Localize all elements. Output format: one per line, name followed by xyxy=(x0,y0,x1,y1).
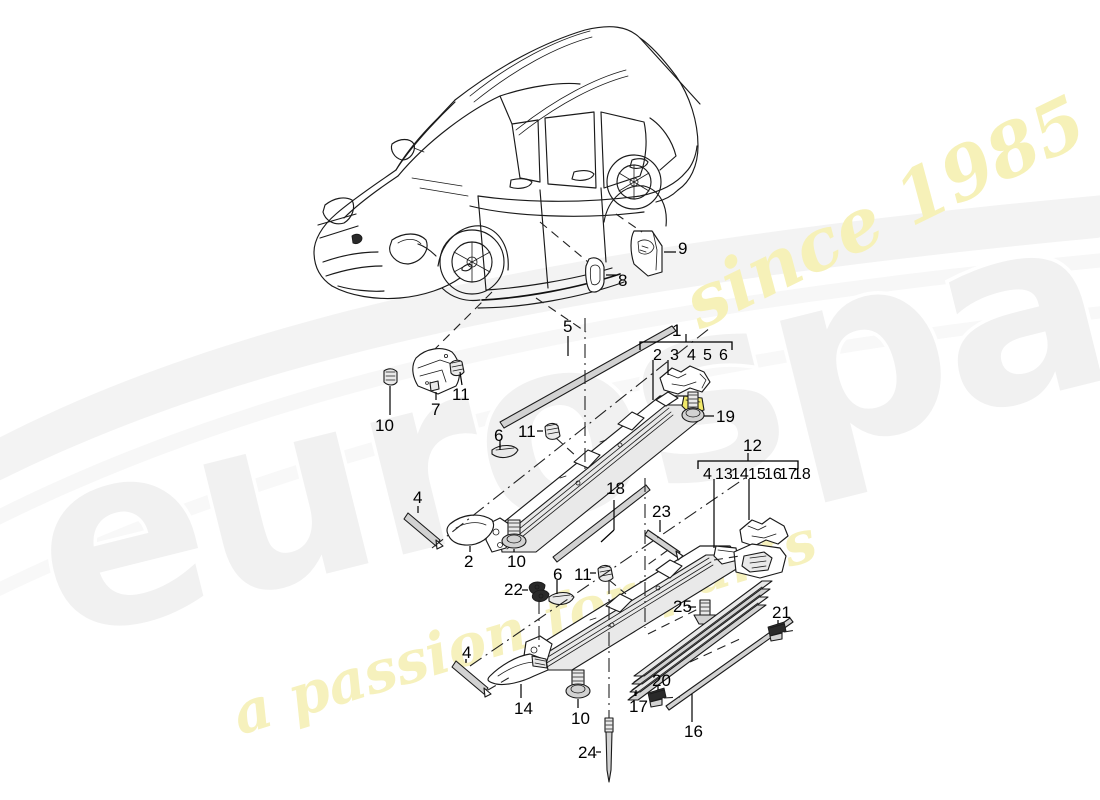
part-16-rod xyxy=(665,617,794,711)
callout-21: 21 xyxy=(772,603,791,622)
callout-4a: 4 xyxy=(413,488,423,507)
bracket-1-member-5: 5 xyxy=(703,347,712,364)
bracket-1-group xyxy=(639,334,733,400)
callout-10c: 10 xyxy=(571,709,590,728)
callout-4b: 4 xyxy=(462,643,472,662)
part-23-pin xyxy=(644,529,684,561)
part-10-grommet-left xyxy=(383,368,398,386)
part-14-end-finisher xyxy=(487,653,549,686)
callout-5: 5 xyxy=(563,317,573,336)
callout-14: 14 xyxy=(514,699,533,718)
callout-22: 22 xyxy=(504,580,523,599)
projection-sill-upper xyxy=(417,291,493,367)
callout-6a: 6 xyxy=(494,426,504,445)
bracket-12-member-4: 4 xyxy=(703,466,712,483)
part-11-screw-a xyxy=(449,359,465,377)
part-18-strip-upper xyxy=(552,484,651,563)
callout-16: 16 xyxy=(684,722,703,741)
callout-25: 25 xyxy=(673,597,692,616)
part-9-bracket xyxy=(630,230,663,277)
bracket-12-member-18: 18 xyxy=(793,466,811,483)
part-13-housing xyxy=(733,543,787,579)
bracket-1-member-2: 2 xyxy=(653,347,662,364)
callout-6b: 6 xyxy=(553,565,563,584)
part-6-clip-lower xyxy=(548,591,575,606)
part-10-bolt-mid xyxy=(501,519,527,549)
callout-2a: 2 xyxy=(464,552,474,571)
callout-7: 7 xyxy=(431,400,441,419)
callout-18a: 18 xyxy=(606,479,625,498)
part-4-rod-lower xyxy=(451,660,492,698)
leader-17-to-rail xyxy=(647,607,701,635)
part-24-pin xyxy=(604,717,614,783)
part-20-clip xyxy=(647,687,667,708)
assembly-axis-upper xyxy=(431,327,711,549)
callout-8: 8 xyxy=(618,271,628,290)
callout-10b: 10 xyxy=(507,552,526,571)
callout-11a: 11 xyxy=(452,385,470,404)
callout-11c: 11 xyxy=(574,565,592,584)
part-6-clip-upper xyxy=(491,444,519,459)
part-15-retainer xyxy=(739,517,789,547)
bracket-1-member-6: 6 xyxy=(719,347,728,364)
bracket-12-group xyxy=(697,453,799,548)
part-3-retainer xyxy=(659,365,711,395)
leader-to-part-9 xyxy=(615,213,643,233)
bracket-12-member-13: 13 xyxy=(715,466,733,483)
bracket-12-member-17: 17 xyxy=(779,466,797,483)
part-4-rod-upper xyxy=(403,512,444,550)
callout-10a: 10 xyxy=(375,416,394,435)
callout-9: 9 xyxy=(678,239,688,258)
callout-20: 20 xyxy=(652,671,671,690)
part-5-trim-strip xyxy=(499,325,677,429)
leader-16-to-rail xyxy=(689,637,743,663)
callout-24: 24 xyxy=(578,743,597,762)
bracket-12-member-14: 14 xyxy=(731,466,749,483)
projection-sill-lower xyxy=(535,297,587,333)
part-8-clip xyxy=(585,257,605,293)
callout-12: 12 xyxy=(743,436,762,455)
part-11-screw-b xyxy=(544,422,561,440)
part-21-clip xyxy=(767,621,787,642)
bracket-12-member-16: 16 xyxy=(764,466,782,483)
part-22-nut xyxy=(528,581,550,603)
leader-to-part-8 xyxy=(539,221,589,263)
bracket-1-member-3: 3 xyxy=(670,347,679,364)
callout-17: 17 xyxy=(629,697,648,716)
part-2-end-finisher xyxy=(446,514,495,546)
assembly-axis-lower xyxy=(469,475,749,667)
part-10-bolt-lower xyxy=(565,669,591,699)
bracket-1-member-4: 4 xyxy=(687,347,696,364)
callout-1: 1 xyxy=(672,321,682,340)
callout-11b: 11 xyxy=(518,422,536,441)
bracket-12-member-15: 15 xyxy=(748,466,766,483)
part-19-bolt xyxy=(681,391,705,423)
callout-19: 19 xyxy=(716,407,735,426)
vehicle-illustration xyxy=(313,26,701,309)
part-17-ribbed-extrusion xyxy=(627,580,773,701)
callout-23: 23 xyxy=(652,502,671,521)
